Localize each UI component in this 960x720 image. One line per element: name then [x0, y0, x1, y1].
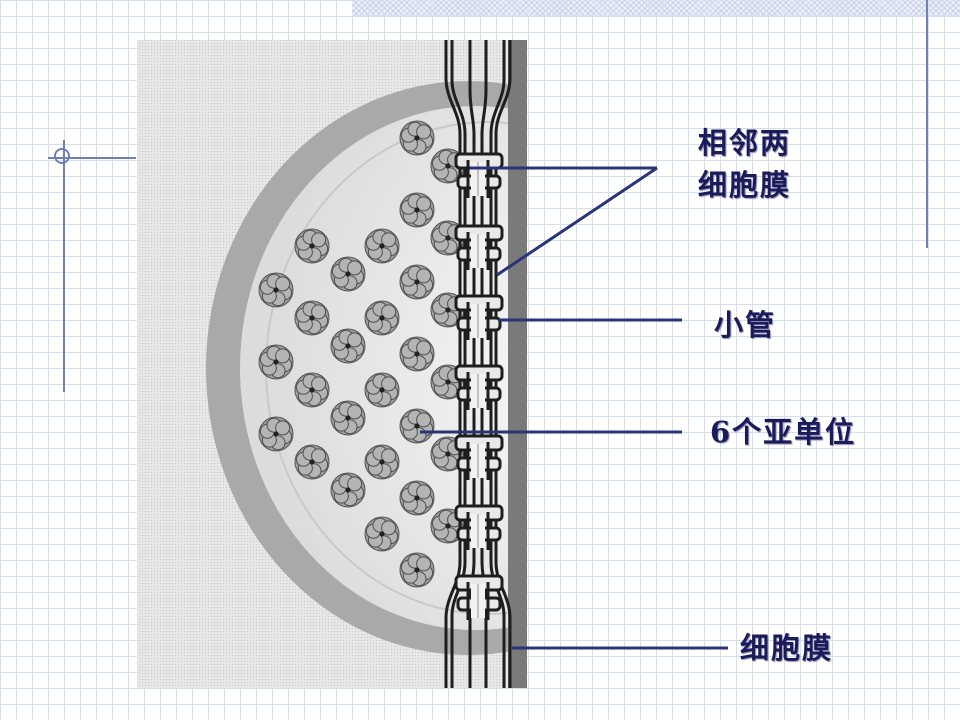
slide-decor-horizontal-line-left — [48, 157, 136, 159]
label-adjacent-cell-membranes: 相邻两 细胞膜 — [698, 122, 791, 206]
slide-decor-vertical-line-right — [926, 0, 928, 248]
connexon — [399, 336, 435, 372]
connexon — [330, 328, 366, 364]
connexon — [364, 516, 400, 552]
slide-decor-circle — [54, 148, 70, 164]
connexon — [258, 344, 294, 380]
channel — [454, 504, 504, 550]
connexon — [399, 192, 435, 228]
channel — [454, 152, 504, 198]
connexon — [330, 400, 366, 436]
connexon — [294, 300, 330, 336]
channel — [454, 294, 504, 340]
connexon — [399, 480, 435, 516]
label-cell-membrane: 细胞膜 — [740, 631, 834, 665]
label-adjacent-cell-membranes-line2: 细胞膜 — [698, 168, 792, 202]
channel — [454, 574, 504, 620]
slide-decor-vertical-line-left — [63, 140, 65, 392]
label-six-subunits: 6个亚单位 — [710, 415, 857, 449]
connexon-particles — [258, 120, 466, 588]
connexon — [294, 228, 330, 264]
connexon — [330, 472, 366, 508]
label-adjacent-cell-membranes-line1: 相邻两 — [698, 126, 792, 160]
channel — [454, 364, 504, 410]
connexon — [330, 256, 366, 292]
connexon — [399, 264, 435, 300]
connexon — [399, 408, 435, 444]
connexon — [399, 120, 435, 156]
connexon — [364, 444, 400, 480]
connexon — [399, 552, 435, 588]
adjacent-cell-cytoplasm — [508, 40, 527, 688]
connexon — [364, 300, 400, 336]
connexon — [364, 228, 400, 264]
cell-membrane-pair — [444, 40, 512, 688]
pointer-line-adjacent-membranes-lower — [496, 166, 658, 277]
connexon — [258, 272, 294, 308]
gap-junction-channels — [454, 152, 504, 620]
connexon — [294, 444, 330, 480]
label-tubule: 小管 — [714, 308, 777, 342]
connexon — [294, 372, 330, 408]
channel — [454, 434, 504, 480]
channel — [454, 224, 504, 270]
slide-top-band — [352, 0, 960, 16]
connexon — [258, 416, 294, 452]
connexon — [364, 372, 400, 408]
